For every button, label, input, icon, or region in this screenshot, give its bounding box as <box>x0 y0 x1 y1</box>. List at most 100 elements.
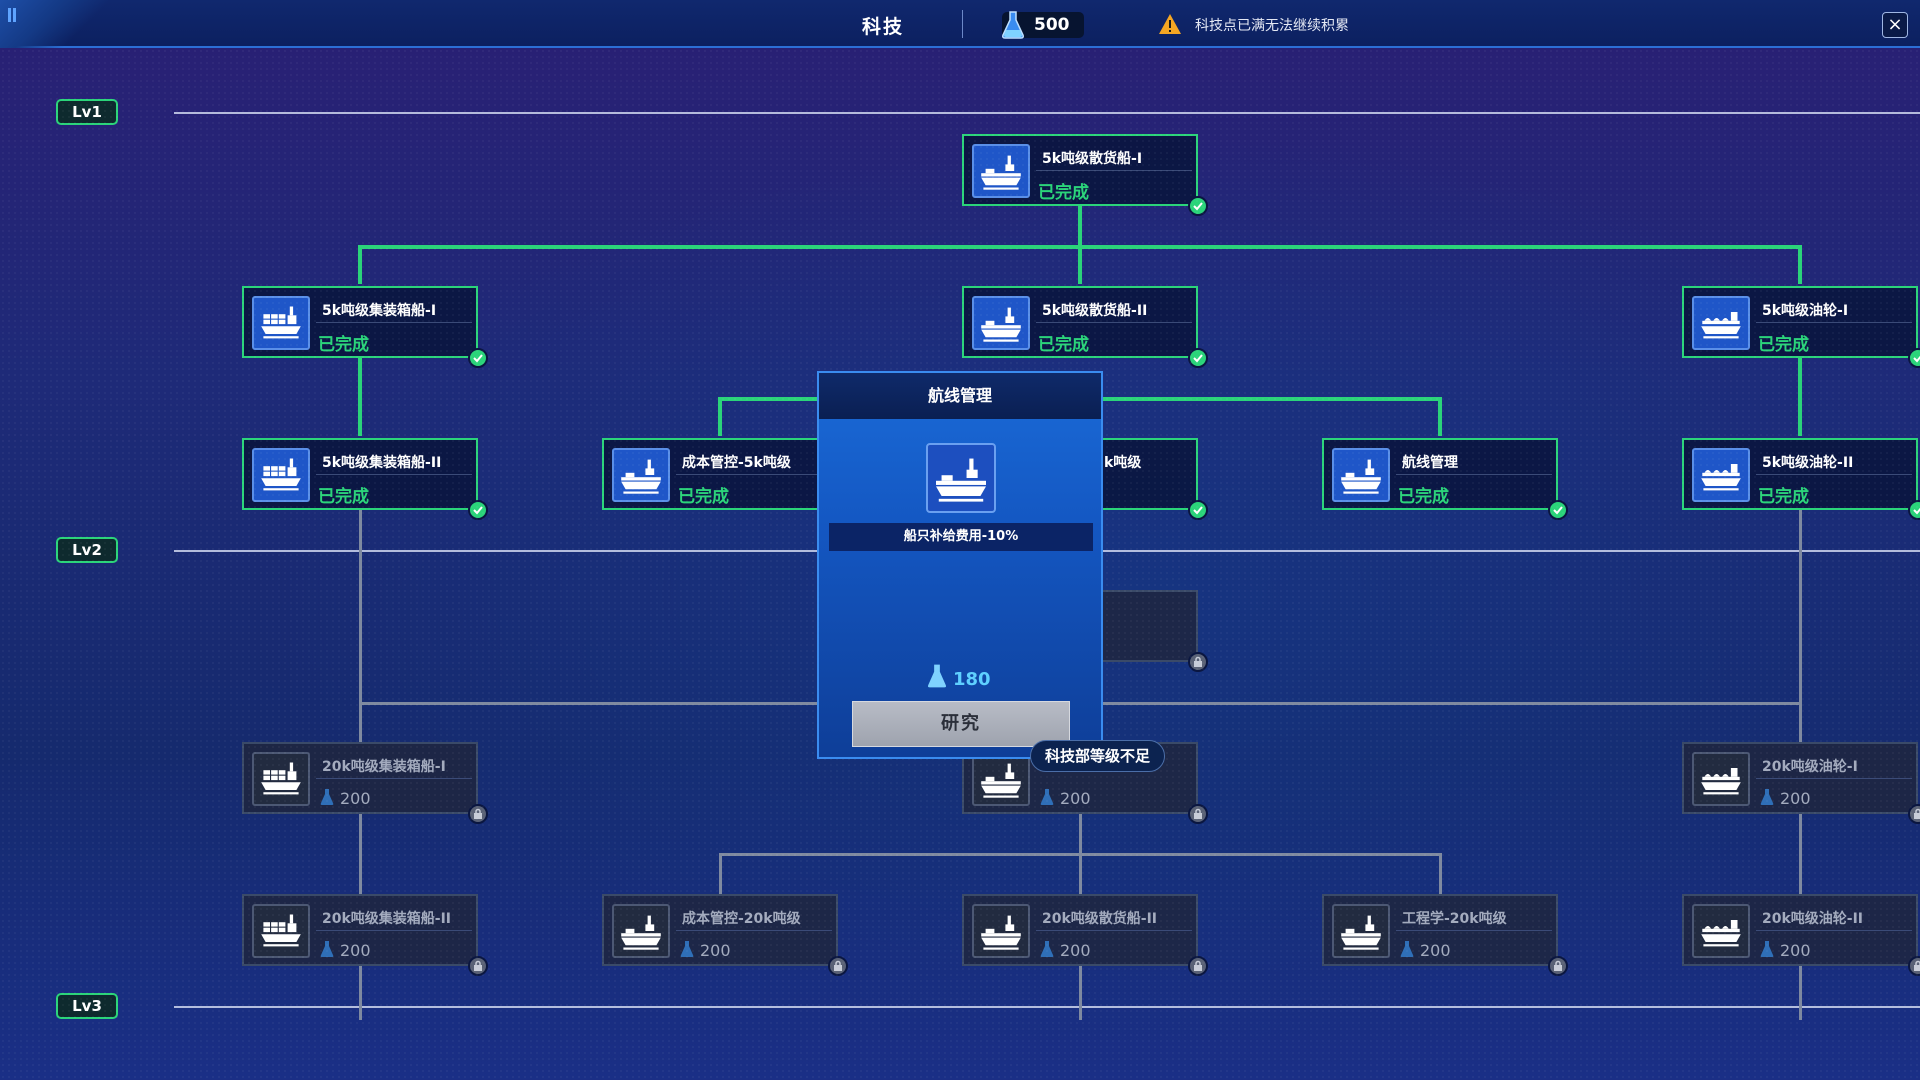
check-icon <box>1908 348 1920 368</box>
lock-icon <box>1188 652 1208 672</box>
flask-icon <box>320 940 334 958</box>
connector <box>1799 510 1802 742</box>
research-button[interactable]: 研究 <box>852 701 1070 747</box>
connector <box>359 966 362 1020</box>
flask-icon <box>1760 788 1774 806</box>
bulk-ship-icon <box>1332 904 1390 958</box>
tech-node-status: 已完成 <box>1758 335 1809 355</box>
lock-icon <box>1188 804 1208 824</box>
tech-detail-popup: 航线管理 船只补给费用-10% 180 研究 <box>817 371 1103 759</box>
tech-node-tanker-20k-2[interactable]: 20k吨级油轮-II 200 <box>1682 894 1920 976</box>
divider <box>316 778 472 779</box>
connector <box>358 245 1802 249</box>
tech-node-container-20k-1[interactable]: 20k吨级集装箱船-I 200 <box>242 742 488 824</box>
tech-node-cost: 200 <box>1760 788 1811 808</box>
connector <box>1798 245 1802 284</box>
check-icon <box>1908 500 1920 520</box>
lock-icon <box>1188 956 1208 976</box>
tech-node-status: 已完成 <box>318 335 369 355</box>
tech-node-name: 5k吨级散货船-II <box>1042 303 1148 319</box>
divider <box>316 474 472 475</box>
connector <box>1439 853 1442 894</box>
tech-node-container-20k-2[interactable]: 20k吨级集装箱船-II 200 <box>242 894 488 976</box>
bulk-ship-icon <box>972 144 1030 198</box>
level-badge-lv1: Lv1 <box>56 99 118 125</box>
bulk-ship-icon <box>1332 448 1390 502</box>
flask-icon <box>1040 940 1054 958</box>
tech-node-name: 成本管控-5k吨级 <box>682 455 791 471</box>
tech-node-name: 20k吨级集装箱船-II <box>322 911 452 927</box>
divider <box>1396 930 1552 931</box>
connector <box>359 814 362 894</box>
tech-node-name: 5k吨级油轮-I <box>1762 303 1849 319</box>
divider <box>1396 474 1552 475</box>
tech-node-tanker-2[interactable]: 5k吨级油轮-II 已完成 <box>1682 438 1920 520</box>
page-title: 科技 <box>862 16 905 38</box>
corner-decoration <box>0 0 110 48</box>
tanker-icon <box>1692 752 1750 806</box>
check-icon <box>1188 196 1208 216</box>
check-icon <box>468 500 488 520</box>
warning-text: 科技点已满无法继续积累 <box>1195 18 1349 34</box>
tech-node-bulk-20k-2[interactable]: 20k吨级散货船-II 200 <box>962 894 1208 976</box>
divider <box>1756 930 1912 931</box>
level-divider-lv3 <box>174 1006 1920 1008</box>
divider <box>1756 322 1912 323</box>
tech-node-name: 20k吨级集装箱船-I <box>322 759 446 775</box>
tanker-icon <box>1692 296 1750 350</box>
tech-node-container-2[interactable]: 5k吨级集装箱船-II 已完成 <box>242 438 488 520</box>
tech-node-name: 20k吨级油轮-II <box>1762 911 1864 927</box>
popup-effect: 船只补给费用-10% <box>829 523 1093 551</box>
tech-node-bulk-2[interactable]: 5k吨级散货船-II 已完成 <box>962 286 1208 368</box>
tech-node-engineering-20k[interactable]: 工程学-20k吨级 200 <box>1322 894 1568 976</box>
connector <box>1798 358 1802 436</box>
tech-node-status: 已完成 <box>1038 335 1089 355</box>
connector <box>358 245 362 284</box>
lock-icon <box>1548 956 1568 976</box>
connector <box>358 358 362 436</box>
lock-icon <box>1908 956 1920 976</box>
tech-node-name: 5k吨级集装箱船-II <box>322 455 442 471</box>
tech-node-cost: 200 <box>1400 940 1451 960</box>
tech-node-name: 20k吨级油轮-I <box>1762 759 1858 775</box>
tech-points-display: 500 <box>1002 11 1084 39</box>
lock-icon <box>828 956 848 976</box>
top-bar: 科技 500 科技点已满无法继续积累 × <box>0 0 1920 48</box>
tech-node-cost-5k[interactable]: 成本管控-5k吨级 已完成 <box>602 438 838 510</box>
bulk-ship-icon <box>972 904 1030 958</box>
tech-node-status: 已完成 <box>678 487 729 507</box>
connector <box>718 397 722 436</box>
tech-node-cost-20k[interactable]: 成本管控-20k吨级 200 <box>602 894 848 976</box>
tech-node-status: 已完成 <box>1038 183 1089 203</box>
divider <box>676 930 832 931</box>
tech-points-value: 500 <box>1034 15 1070 35</box>
insufficient-level-tooltip: 科技部等级不足 <box>1030 740 1166 772</box>
tech-node-tanker-20k-1[interactable]: 20k吨级油轮-I 200 <box>1682 742 1920 824</box>
tech-node-name: 5k吨级集装箱船-I <box>322 303 437 319</box>
tech-node-name: 20k吨级散货船-II <box>1042 911 1158 927</box>
divider <box>316 930 472 931</box>
divider <box>1036 170 1192 171</box>
close-button[interactable]: × <box>1882 12 1908 38</box>
connector <box>1799 814 1802 894</box>
check-icon <box>1188 500 1208 520</box>
flask-icon <box>1760 940 1774 958</box>
tech-node-route[interactable]: 航线管理 已完成 <box>1322 438 1568 520</box>
tech-node-tanker-1[interactable]: 5k吨级油轮-I 已完成 <box>1682 286 1920 368</box>
tech-node-bulk-1[interactable]: 5k吨级散货船-I 已完成 <box>962 134 1208 216</box>
container-ship-icon <box>252 904 310 958</box>
connector <box>1799 966 1802 1020</box>
tech-node-name: 工程学-20k吨级 <box>1402 911 1507 927</box>
connector <box>719 853 1442 856</box>
tech-node-name: 航线管理 <box>1402 455 1458 471</box>
popup-cost: 180 <box>927 663 991 690</box>
flask-icon <box>1002 11 1024 39</box>
bulk-ship-icon <box>612 448 670 502</box>
tech-node-cost: 200 <box>1760 940 1811 960</box>
tech-node-cost: 200 <box>1040 940 1091 960</box>
lock-icon <box>468 956 488 976</box>
lock-icon <box>468 804 488 824</box>
check-icon <box>1188 348 1208 368</box>
tech-node-container-1[interactable]: 5k吨级集装箱船-I 已完成 <box>242 286 488 368</box>
lock-icon <box>1908 804 1920 824</box>
